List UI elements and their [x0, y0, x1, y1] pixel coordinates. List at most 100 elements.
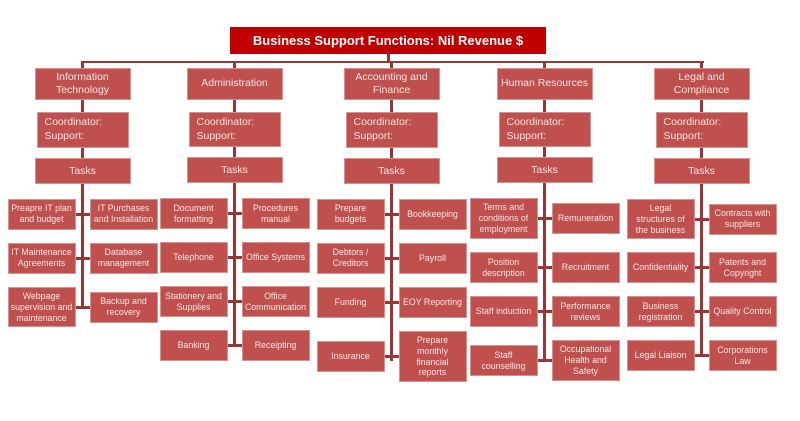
connector-line — [537, 359, 552, 363]
task-box: Database management — [89, 242, 158, 274]
task-box: IT Purchases and Installation — [89, 198, 158, 230]
connector-line — [81, 61, 84, 68]
connector-line — [390, 147, 393, 158]
coordinator-box: Coordinator: Support: — [498, 112, 591, 148]
task-box: Contracts with suppliers — [708, 203, 777, 235]
task-box: Receipting — [241, 330, 310, 362]
task-box: Performance reviews — [551, 296, 620, 328]
task-row: Business registration Quality Control — [626, 296, 777, 328]
chart-title: Business Support Functions: Nil Revenue … — [230, 27, 546, 54]
trunk-line — [390, 183, 393, 362]
task-box: Prepare monthly financial reports — [398, 330, 467, 383]
tasks-box: Tasks — [186, 157, 283, 184]
task-box: Document formatting — [159, 198, 228, 230]
task-box: Preapre IT plan and budget — [7, 198, 76, 230]
branch-header: Human Resources — [496, 68, 593, 100]
task-box: Staff counselling — [469, 345, 538, 377]
column-information-technology: Information Technology Coordinator: Supp… — [7, 68, 158, 328]
task-box: Occupational Health and Safety — [551, 340, 620, 382]
task-row: IT Maintenance Agreements Database manag… — [7, 242, 158, 274]
task-box: Stationery and Supplies — [159, 286, 228, 318]
task-box: Payroll — [398, 242, 467, 274]
task-row: Preapre IT plan and budget IT Purchases … — [7, 198, 158, 230]
task-box: Legal structures of the business — [626, 198, 695, 240]
task-row: Stationery and Supplies Office Communica… — [159, 286, 310, 318]
coordinator-box: Coordinator: Support: — [188, 112, 281, 148]
coordinator-box: Coordinator: Support: — [36, 112, 129, 148]
task-area: Preapre IT plan and budget IT Purchases … — [7, 183, 158, 328]
task-box: Terms and conditions of employment — [469, 198, 538, 240]
tasks-box: Tasks — [653, 157, 750, 184]
task-row: Terms and conditions of employment Remun… — [469, 198, 620, 240]
column-human-resources: Human Resources Coordinator: Support: Ta… — [469, 68, 620, 382]
task-box: Recruitment — [551, 252, 620, 284]
task-area: Document formatting Procedures manual Te… — [159, 183, 310, 362]
task-box: Procedures manual — [241, 198, 310, 230]
connector-line — [700, 147, 703, 158]
task-row: Banking Receipting — [159, 330, 310, 362]
column-accounting-finance: Accounting and Finance Coordinator: Supp… — [316, 68, 467, 383]
connector-line — [543, 147, 546, 158]
coordinator-label: Coordinator: — [44, 116, 103, 129]
task-box: Insurance — [316, 341, 385, 372]
connector-line — [75, 305, 90, 309]
branch-header: Information Technology — [34, 68, 131, 101]
support-label: Support: — [44, 129, 85, 142]
branch-header: Legal and Compliance — [653, 68, 750, 101]
task-box: Legal Liaison — [626, 340, 695, 372]
task-area: Prepare budgets Bookkeeping Debtors / Cr… — [316, 183, 467, 383]
task-box: Quality Control — [708, 296, 777, 328]
task-box: Business registration — [626, 296, 695, 328]
task-box: Patents and Copyright — [708, 252, 777, 284]
task-row: Document formatting Procedures manual — [159, 198, 310, 230]
task-row: Staff counselling Occupational Health an… — [469, 340, 620, 382]
task-box: Staff induction — [469, 296, 538, 328]
task-box: Webpage supervision and maintenance — [7, 286, 76, 328]
branch-header: Accounting and Finance — [343, 68, 440, 101]
support-label: Support: — [196, 129, 237, 142]
connector-line — [700, 100, 703, 113]
task-row: Telephone Office Systems — [159, 242, 310, 274]
coordinator-label: Coordinator: — [663, 116, 722, 129]
task-box: Office Systems — [241, 242, 310, 274]
task-row: Position description Recruitment — [469, 252, 620, 284]
task-area: Terms and conditions of employment Remun… — [469, 183, 620, 382]
task-box: Telephone — [159, 242, 228, 274]
column-administration: Administration Coordinator: Support: Tas… — [159, 68, 310, 362]
support-label: Support: — [353, 129, 394, 142]
coordinator-box: Coordinator: Support: — [345, 112, 438, 148]
task-row: Insurance Prepare monthly financial repo… — [316, 330, 467, 383]
tasks-box: Tasks — [343, 157, 440, 184]
trunk-line — [543, 183, 546, 361]
tasks-box: Tasks — [34, 157, 131, 184]
support-label: Support: — [663, 129, 704, 142]
coordinator-label: Coordinator: — [506, 116, 565, 128]
connector-line — [543, 61, 546, 68]
connector-line — [386, 54, 390, 62]
column-legal-compliance: Legal and Compliance Coordinator: Suppor… — [626, 68, 777, 372]
connector-line — [390, 100, 393, 113]
trunk-line — [81, 183, 84, 307]
task-box: IT Maintenance Agreements — [7, 242, 76, 274]
tasks-box: Tasks — [496, 157, 593, 184]
task-row: Staff induction Performance reviews — [469, 296, 620, 328]
coordinator-box: Coordinator: Support: — [655, 112, 748, 148]
connector-line — [700, 61, 703, 68]
task-box: Banking — [159, 330, 228, 362]
task-area: Legal structures of the business Contrac… — [626, 183, 777, 372]
branch-header: Administration — [186, 68, 283, 100]
task-box: Bookkeeping — [398, 198, 467, 230]
connector-line — [81, 100, 84, 113]
task-box: Confidentiality — [626, 252, 695, 284]
coordinator-label: Coordinator: — [353, 116, 412, 129]
trunk-line — [233, 183, 236, 347]
task-box: Prepare budgets — [316, 198, 385, 230]
task-box: Remuneration — [551, 203, 620, 235]
connector-line — [233, 61, 236, 68]
connector-line — [233, 100, 236, 112]
task-box: Debtors / Creditors — [316, 242, 385, 274]
connector-line — [81, 147, 84, 158]
task-row: Funding EOY Reporting — [316, 286, 467, 318]
task-row: Prepare budgets Bookkeeping — [316, 198, 467, 230]
